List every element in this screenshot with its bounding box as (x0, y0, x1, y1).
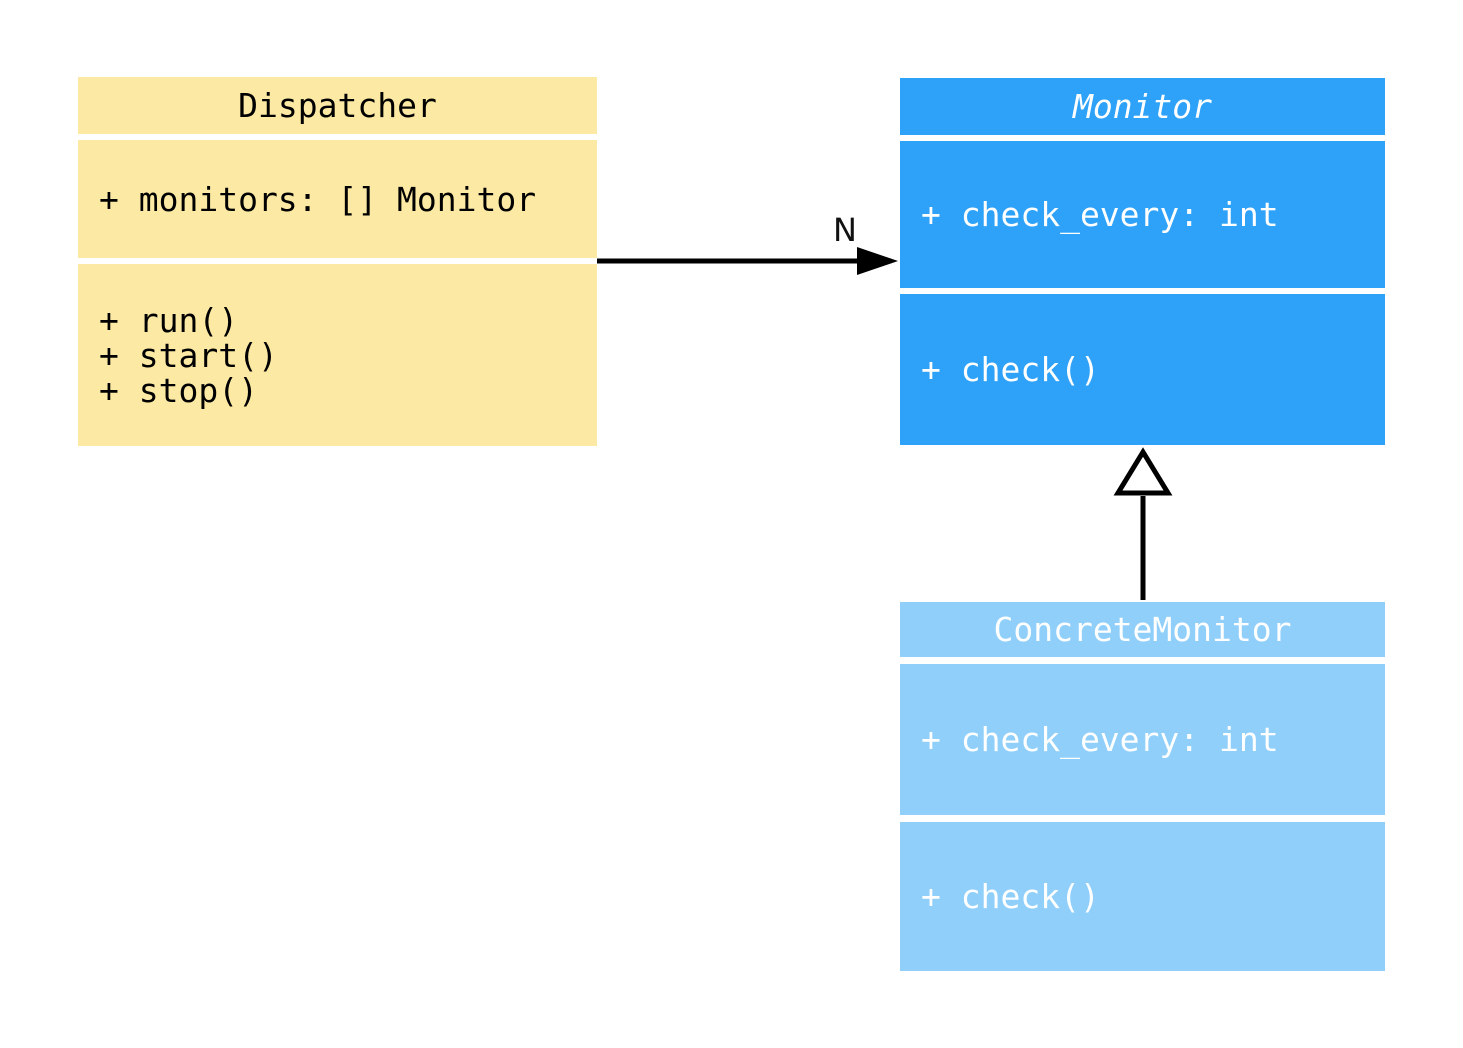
class-box-dispatcher: Dispatcher + monitors: [] Monitor + run(… (78, 77, 597, 446)
compartment-divider (900, 657, 1385, 664)
class-title: Dispatcher (78, 77, 597, 134)
method-line: + check() (921, 350, 1100, 389)
class-title: Monitor (900, 78, 1385, 135)
attribute-line: + check_every: int (921, 195, 1279, 234)
method-line: + start() (99, 335, 278, 375)
multiplicity-label: N (833, 211, 857, 249)
attributes-compartment: + check_every: int (900, 141, 1385, 288)
class-box-monitor: Monitor + check_every: int + check() (900, 78, 1385, 445)
compartment-divider (900, 815, 1385, 822)
attribute-line: + check_every: int (921, 720, 1279, 759)
association-arrow-dispatcher-monitor: N (597, 211, 898, 275)
inheritance-arrow-concretemonitor-monitor (1113, 447, 1173, 600)
method-line: + run() (99, 300, 239, 340)
attribute-line: + monitors: [] Monitor (99, 179, 537, 219)
class-name-label: ConcreteMonitor (993, 610, 1292, 649)
methods-compartment: + check() (900, 822, 1385, 971)
methods-compartment: + run() + start() + stop() (78, 264, 597, 446)
class-title: ConcreteMonitor (900, 602, 1385, 657)
method-line: + check() (921, 877, 1100, 916)
hollow-triangle-arrowhead-icon (1113, 447, 1173, 496)
filled-arrowhead-icon (857, 247, 898, 275)
attributes-compartment: + check_every: int (900, 664, 1385, 815)
method-line: + stop() (99, 370, 258, 410)
class-name-label: Dispatcher (238, 86, 437, 125)
attributes-compartment: + monitors: [] Monitor (78, 140, 597, 258)
methods-compartment: + check() (900, 294, 1385, 445)
class-name-label: Monitor (1072, 87, 1213, 126)
class-box-concrete-monitor: ConcreteMonitor + check_every: int + che… (900, 602, 1385, 971)
